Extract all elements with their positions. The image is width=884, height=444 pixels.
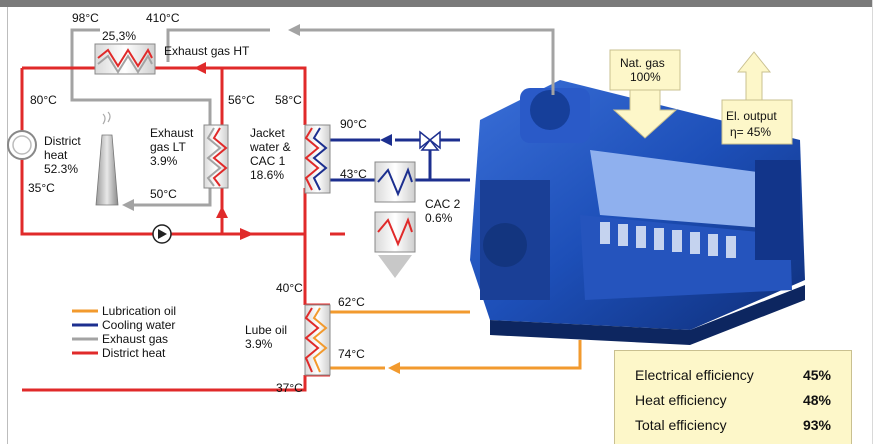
temp-410: 410°C — [146, 11, 180, 25]
exhaust-lt-label-2: gas LT — [150, 140, 186, 154]
legend-label-cooling: Cooling water — [102, 318, 175, 332]
temp-37: 37°C — [276, 381, 303, 395]
heat-arrow-right — [240, 228, 254, 240]
cac2-exchanger — [374, 161, 416, 278]
legend-label-exhaust: Exhaust gas — [102, 332, 168, 346]
temp-80: 80°C — [30, 93, 57, 107]
legend-label-lube: Lubrication oil — [102, 304, 176, 318]
natgas-label-1: Nat. gas — [620, 56, 665, 70]
temp-43: 43°C — [340, 167, 367, 181]
lube-label-2: 3.9% — [245, 337, 273, 351]
lube-oil-exchanger — [304, 304, 331, 376]
district-heat-label-1: District — [44, 134, 81, 148]
exhaust-ht-label: Exhaust gas HT — [164, 44, 250, 58]
jacket-label-1: Jacket — [250, 126, 285, 140]
jacket-label-4: 18.6% — [250, 168, 284, 182]
exhaust-ht-exchanger — [94, 43, 156, 75]
efficiency-value: 93% — [802, 417, 831, 433]
left-border — [7, 7, 8, 444]
exhaust-gas-lines — [70, 24, 555, 211]
natgas-label-2: 100% — [630, 70, 661, 84]
exhaust-ht-pct: 25,3% — [102, 29, 136, 43]
district-heat-consumer — [7, 130, 37, 160]
circulation-pump-icon — [152, 224, 172, 244]
temp-90: 90°C — [340, 117, 367, 131]
temp-62: 62°C — [338, 295, 365, 309]
cooling-arrow — [380, 134, 392, 146]
temp-40: 40°C — [276, 281, 303, 295]
natgas-arrow — [612, 87, 678, 139]
el-output-arrow — [736, 51, 772, 101]
district-heat-label-3: 52.3% — [44, 162, 78, 176]
top-border — [0, 0, 884, 7]
el-output-label-2: η= 45% — [730, 125, 771, 139]
exhaust-lt-label-3: 3.9% — [150, 154, 178, 168]
efficiency-label: Electrical efficiency — [635, 367, 754, 383]
temp-56: 56°C — [228, 93, 255, 107]
heat-arrow-up — [216, 206, 228, 218]
cac2-label-2: 0.6% — [425, 211, 453, 225]
temp-50: 50°C — [150, 187, 177, 201]
jacket-label-2: water & — [249, 140, 291, 154]
heat-arrow-left — [194, 62, 206, 74]
efficiency-row-heat: Heat efficiency 48% — [635, 392, 831, 412]
efficiency-row-total: Total efficiency 93% — [635, 417, 831, 437]
legend-label-heat: District heat — [102, 346, 166, 360]
lube-arrow — [388, 362, 400, 374]
efficiency-value: 48% — [802, 392, 831, 408]
efficiency-row-electrical: Electrical efficiency 45% — [635, 367, 831, 387]
engine-illustration — [470, 80, 805, 345]
efficiency-value: 45% — [802, 367, 831, 383]
exhaust-lt-label-1: Exhaust — [150, 126, 194, 140]
legend: Lubrication oil Cooling water Exhaust ga… — [72, 304, 176, 360]
jacket-water-exchanger — [304, 124, 331, 194]
temp-74: 74°C — [338, 347, 365, 361]
district-heat-label-2: heat — [44, 148, 68, 162]
cac2-label-1: CAC 2 — [425, 197, 461, 211]
cooling-water-lines — [330, 138, 470, 182]
lube-label-1: Lube oil — [245, 323, 287, 337]
temp-98: 98°C — [72, 11, 99, 25]
lube-oil-lines — [330, 310, 582, 370]
temp-35: 35°C — [28, 181, 55, 195]
chimney-icon — [95, 111, 119, 206]
efficiency-summary: Electrical efficiency 45% Heat efficienc… — [614, 350, 852, 444]
el-output-label-1: El. output — [726, 109, 777, 123]
efficiency-label: Total efficiency — [635, 417, 727, 433]
efficiency-label: Heat efficiency — [635, 392, 727, 408]
temp-58: 58°C — [275, 93, 302, 107]
district-heat-lines — [20, 66, 345, 392]
right-border — [872, 0, 884, 444]
exhaust-lt-exchanger — [203, 124, 229, 189]
three-way-valve — [419, 130, 441, 151]
jacket-label-3: CAC 1 — [250, 154, 286, 168]
